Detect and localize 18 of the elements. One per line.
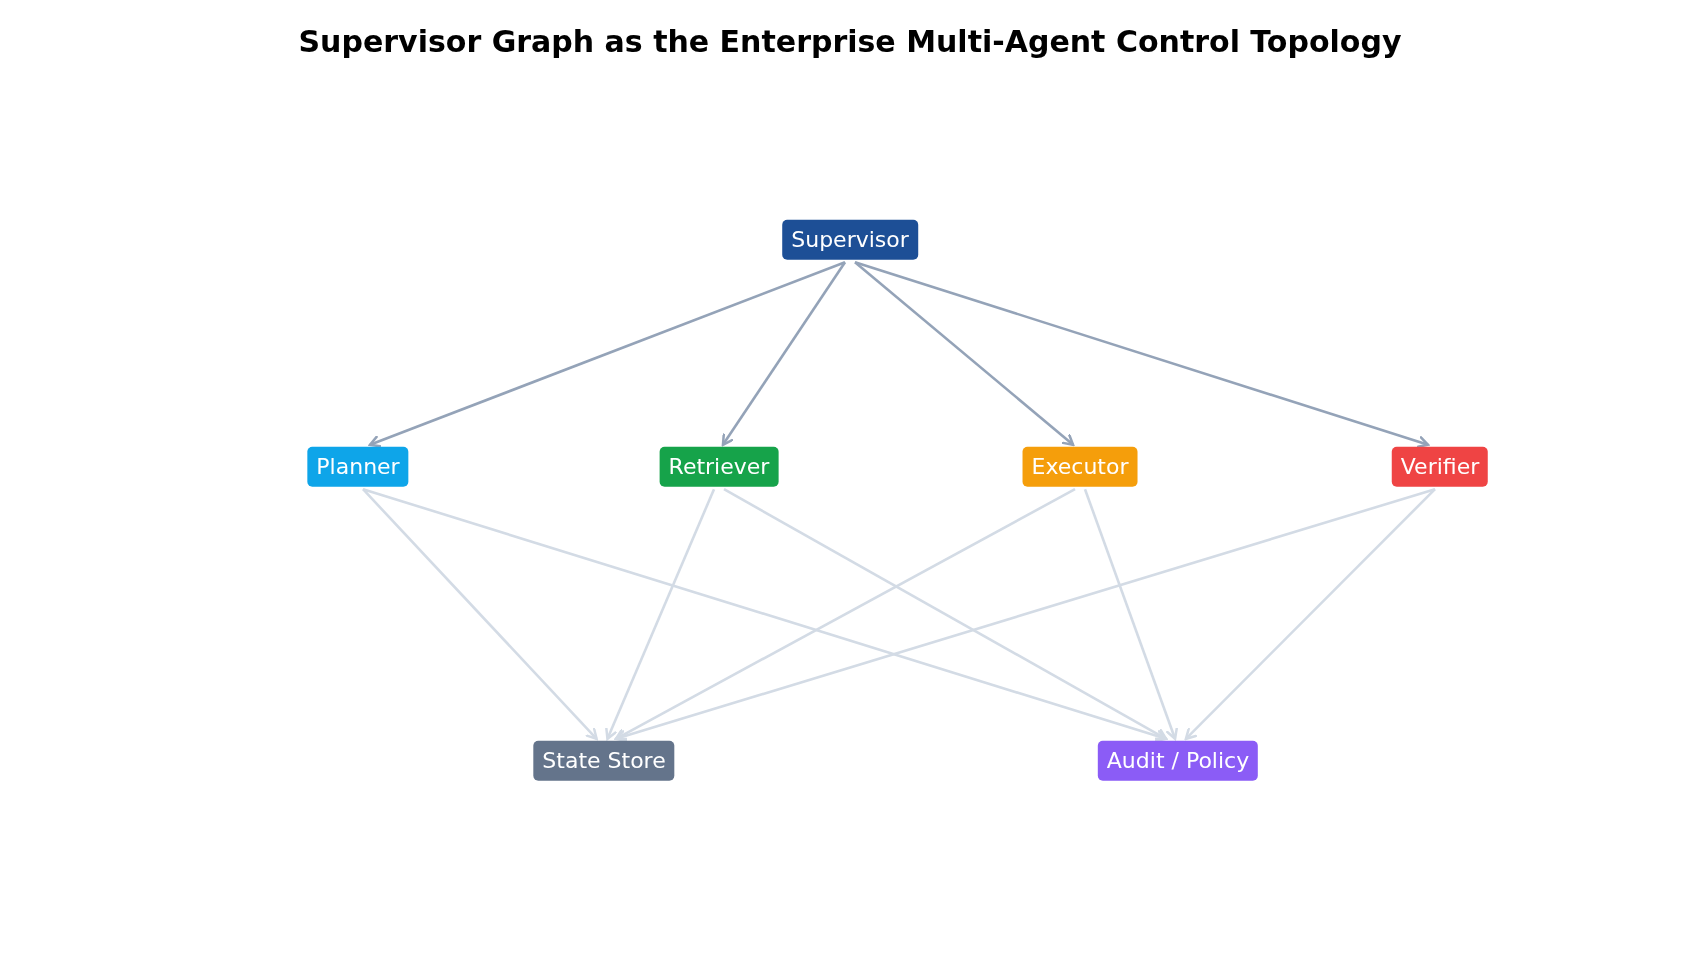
arrow (368, 261, 846, 448)
agent-box: Executor (1022, 446, 1138, 488)
agent-box: Audit / Policy (1097, 740, 1259, 782)
agent-box: Supervisor (782, 219, 918, 261)
agent-box: Planner (307, 446, 409, 488)
agent-box: Verifier (1391, 446, 1489, 488)
arrow (614, 488, 1076, 741)
arrow (1184, 488, 1436, 741)
arrow (723, 488, 1168, 741)
arrow (854, 260, 1430, 449)
agent-box: State Store (533, 740, 675, 782)
arrow (362, 488, 598, 741)
agent-box: Retriever (659, 446, 779, 488)
arrow (854, 261, 1075, 447)
arrow (1083, 488, 1178, 741)
arrow (605, 488, 716, 741)
arrow (721, 261, 847, 447)
diagram-title: Supervisor Graph as the Enterprise Multi-Agent Control Topology (297, 24, 1403, 59)
